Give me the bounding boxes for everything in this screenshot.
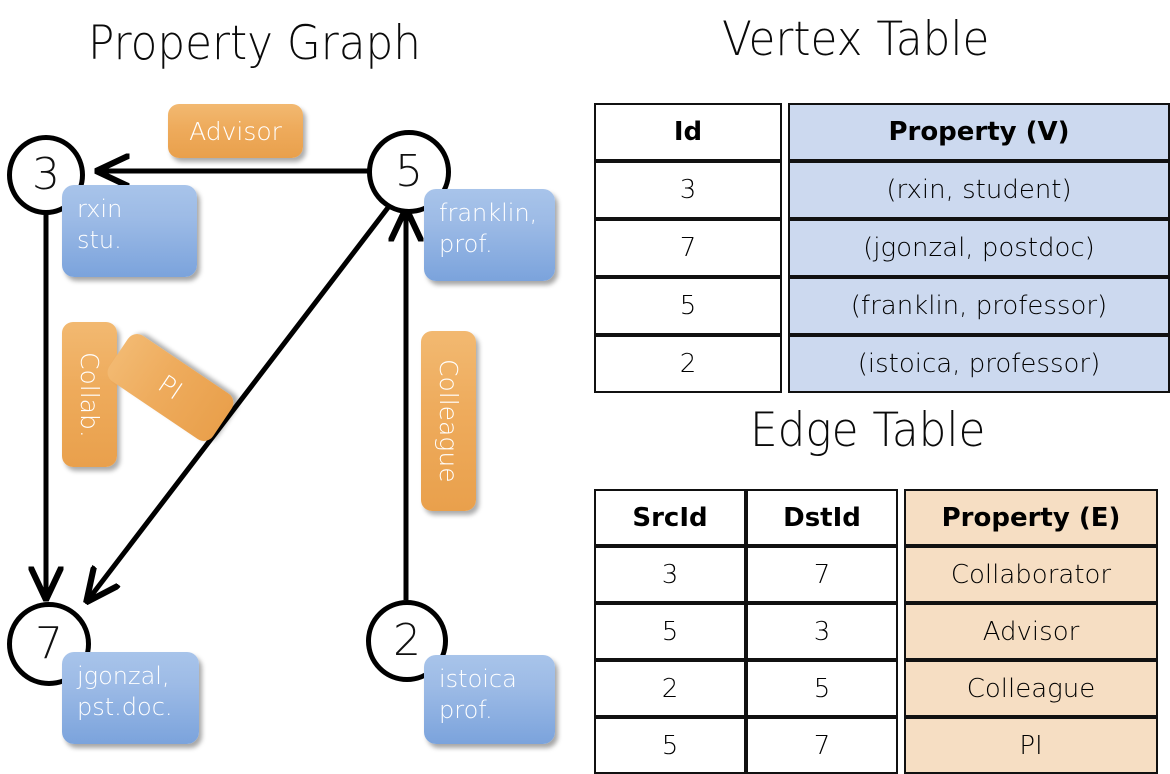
vertex-row-0-property: (rxin, student) — [788, 161, 1170, 219]
edge-row-2-dst: 5 — [746, 660, 898, 717]
vertex-table-header-row: Id Property (V) — [594, 103, 1170, 161]
vertex-property-2-role: prof. — [439, 695, 493, 724]
vertex-property-5-role: prof. — [439, 229, 493, 258]
vertex-row-2-property: (franklin, professor) — [788, 277, 1170, 335]
vertex-table: Id Property (V) 3 (rxin, student) 7 (jgo… — [594, 103, 1170, 393]
edge-row-2-property: Colleague — [904, 660, 1158, 717]
edge-pi-5-to-7 — [88, 203, 392, 600]
edge-row-1-src: 5 — [594, 603, 746, 660]
edge-table-col-srcid: SrcId — [594, 489, 746, 546]
vertex-table-col-property: Property (V) — [788, 103, 1170, 161]
vertex-row-3-property: (istoica, professor) — [788, 335, 1170, 393]
edge-row-2-src: 2 — [594, 660, 746, 717]
vertex-property-3-role: stu. — [77, 225, 122, 254]
edge-label-colleague[interactable]: Colleague — [421, 331, 476, 511]
vertex-property-box-7[interactable]: jgonzal, pst.doc. — [62, 652, 199, 744]
vertex-property-3-name: rxin — [77, 195, 123, 223]
graph-edges-svg — [0, 0, 585, 760]
vertex-row-1-property: (jgonzal, postdoc) — [788, 219, 1170, 277]
section-title-edge-table: Edge Table — [750, 403, 986, 458]
edge-row-1-dst: 3 — [746, 603, 898, 660]
vertex-property-box-2[interactable]: istoica prof. — [424, 655, 555, 744]
section-title-vertex-table: Vertex Table — [722, 12, 990, 67]
edge-row-3-dst: 7 — [746, 717, 898, 774]
edge-table-col-dstid: DstId — [746, 489, 898, 546]
property-graph-diagram: 3 5 7 2 rxin stu. franklin, prof. jgonza… — [0, 0, 585, 760]
table-row[interactable]: 5 7 PI — [594, 717, 1158, 774]
edge-label-collab-text: Collab. — [75, 351, 104, 438]
table-row[interactable]: 2 5 Colleague — [594, 660, 1158, 717]
edge-label-colleague-text: Colleague — [434, 359, 463, 483]
edge-row-3-src: 5 — [594, 717, 746, 774]
edge-table-header-row: SrcId DstId Property (E) — [594, 489, 1158, 546]
vertex-table-col-id: Id — [594, 103, 782, 161]
vertex-property-2-name: istoica — [439, 665, 517, 693]
edge-row-3-property: PI — [904, 717, 1158, 774]
table-row[interactable]: 2 (istoica, professor) — [594, 335, 1170, 393]
edge-label-pi-text: PI — [153, 369, 188, 406]
edge-row-0-dst: 7 — [746, 546, 898, 603]
table-row[interactable]: 5 (franklin, professor) — [594, 277, 1170, 335]
vertex-node-3-label: 3 — [32, 149, 60, 200]
vertex-node-7-label: 7 — [35, 618, 63, 669]
vertex-row-2-id: 5 — [594, 277, 782, 335]
page-title-property-graph: Property Graph — [88, 16, 421, 71]
edge-table: SrcId DstId Property (E) 3 7 Collaborato… — [594, 489, 1158, 774]
vertex-row-3-id: 2 — [594, 335, 782, 393]
edge-row-0-src: 3 — [594, 546, 746, 603]
vertex-row-0-id: 3 — [594, 161, 782, 219]
edge-table-col-property: Property (E) — [904, 489, 1158, 546]
vertex-property-7-role: pst.doc. — [77, 692, 173, 721]
edge-label-advisor-text: Advisor — [189, 116, 282, 146]
edge-label-collab[interactable]: Collab. — [62, 322, 117, 467]
vertex-node-2-label: 2 — [393, 615, 421, 666]
vertex-property-box-5[interactable]: franklin, prof. — [424, 189, 555, 281]
vertex-property-box-3[interactable]: rxin stu. — [62, 185, 197, 277]
table-row[interactable]: 5 3 Advisor — [594, 603, 1158, 660]
table-row[interactable]: 7 (jgonzal, postdoc) — [594, 219, 1170, 277]
table-row[interactable]: 3 7 Collaborator — [594, 546, 1158, 603]
vertex-row-1-id: 7 — [594, 219, 782, 277]
edge-row-0-property: Collaborator — [904, 546, 1158, 603]
vertex-property-5-name: franklin, — [439, 199, 538, 227]
table-row[interactable]: 3 (rxin, student) — [594, 161, 1170, 219]
edge-label-advisor[interactable]: Advisor — [168, 104, 303, 158]
edge-row-1-property: Advisor — [904, 603, 1158, 660]
vertex-node-5-label: 5 — [395, 146, 423, 197]
vertex-node-2[interactable]: 2 — [366, 600, 448, 682]
vertex-property-7-name: jgonzal, — [77, 662, 170, 690]
